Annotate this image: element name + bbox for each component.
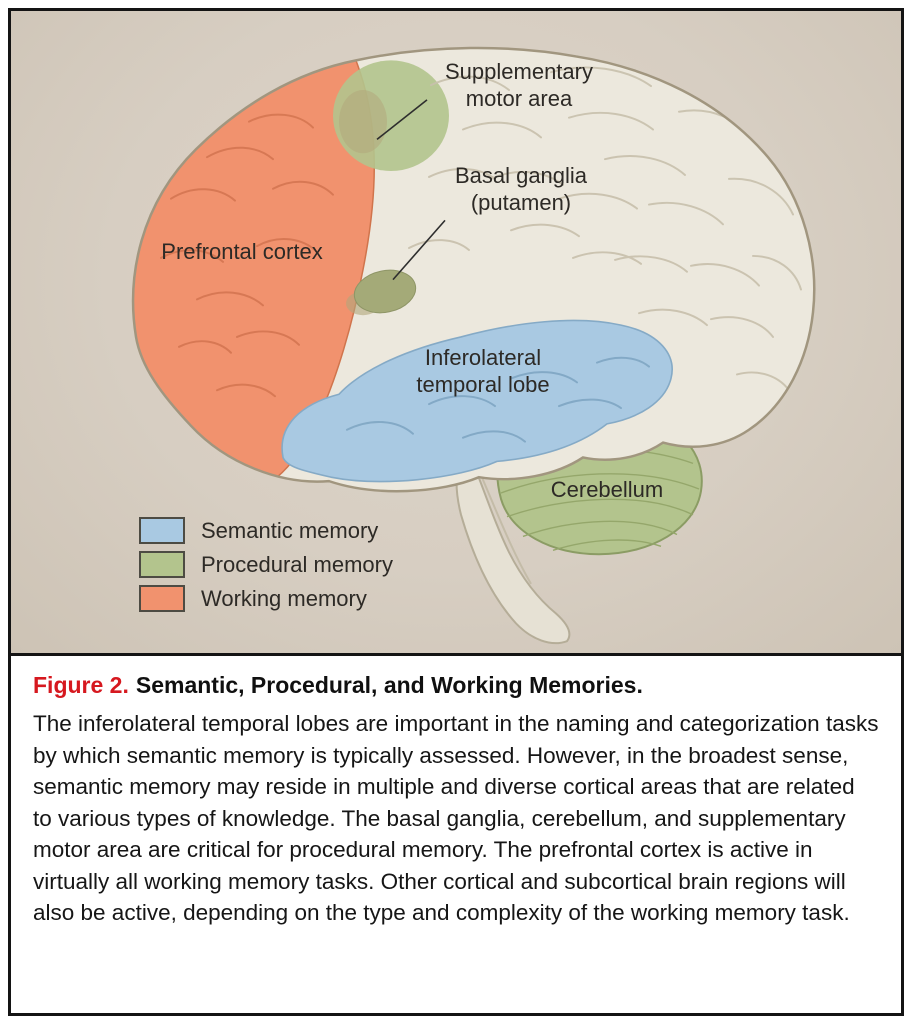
inferolateral-temporal-region bbox=[281, 319, 673, 483]
label-cerebellum: Cerebellum bbox=[550, 477, 664, 502]
sma-pointer-line bbox=[376, 99, 428, 141]
figure-caption: Figure 2.Semantic, Procedural, and Worki… bbox=[11, 656, 901, 1013]
label-supplementary-motor-area: Supplementary motor area bbox=[445, 59, 593, 111]
label-prefrontal-cortex: Prefrontal cortex bbox=[161, 239, 323, 264]
legend-label-procedural-memory: Procedural memory bbox=[201, 551, 393, 577]
brain-stem-crease bbox=[480, 474, 532, 585]
legend-swatch-working-memory bbox=[139, 585, 185, 612]
legend-swatch-procedural-memory bbox=[139, 551, 185, 578]
sma-blend-patch bbox=[339, 90, 387, 154]
legend-item-semantic: Semantic memory bbox=[139, 517, 393, 544]
caption-title-line: Figure 2.Semantic, Procedural, and Worki… bbox=[33, 672, 879, 699]
gyri-texture-cortex bbox=[408, 66, 802, 392]
cerebrum-outline bbox=[131, 46, 816, 493]
figure-number: Figure 2. bbox=[33, 672, 129, 698]
legend-label-working-memory: Working memory bbox=[201, 585, 367, 611]
figure-frame: Supplementary motor area Basal ganglia (… bbox=[8, 8, 904, 1016]
label-basal-ganglia: Basal ganglia (putamen) bbox=[454, 163, 588, 215]
legend: Semantic memory Procedural memory Workin… bbox=[139, 517, 393, 619]
legend-swatch-semantic-memory bbox=[139, 517, 185, 544]
gyri-texture-prefrontal bbox=[160, 113, 334, 398]
caption-title: Semantic, Procedural, and Working Memori… bbox=[135, 672, 643, 698]
brain-stem bbox=[455, 443, 571, 645]
legend-item-procedural: Procedural memory bbox=[139, 551, 393, 578]
legend-label-semantic-memory: Semantic memory bbox=[201, 517, 379, 543]
legend-item-working: Working memory bbox=[139, 585, 393, 612]
basal-ganglia-pointer-line bbox=[392, 219, 446, 281]
gyri-texture-temporal bbox=[346, 356, 650, 443]
caption-body: The inferolateral temporal lobes are imp… bbox=[33, 711, 879, 925]
brain-svg bbox=[131, 46, 816, 645]
brain-illustration: Supplementary motor area Basal ganglia (… bbox=[11, 11, 901, 656]
basal-ganglia-region bbox=[353, 269, 417, 314]
label-inferolateral-temporal-lobe: Inferolateral temporal lobe bbox=[416, 345, 550, 397]
